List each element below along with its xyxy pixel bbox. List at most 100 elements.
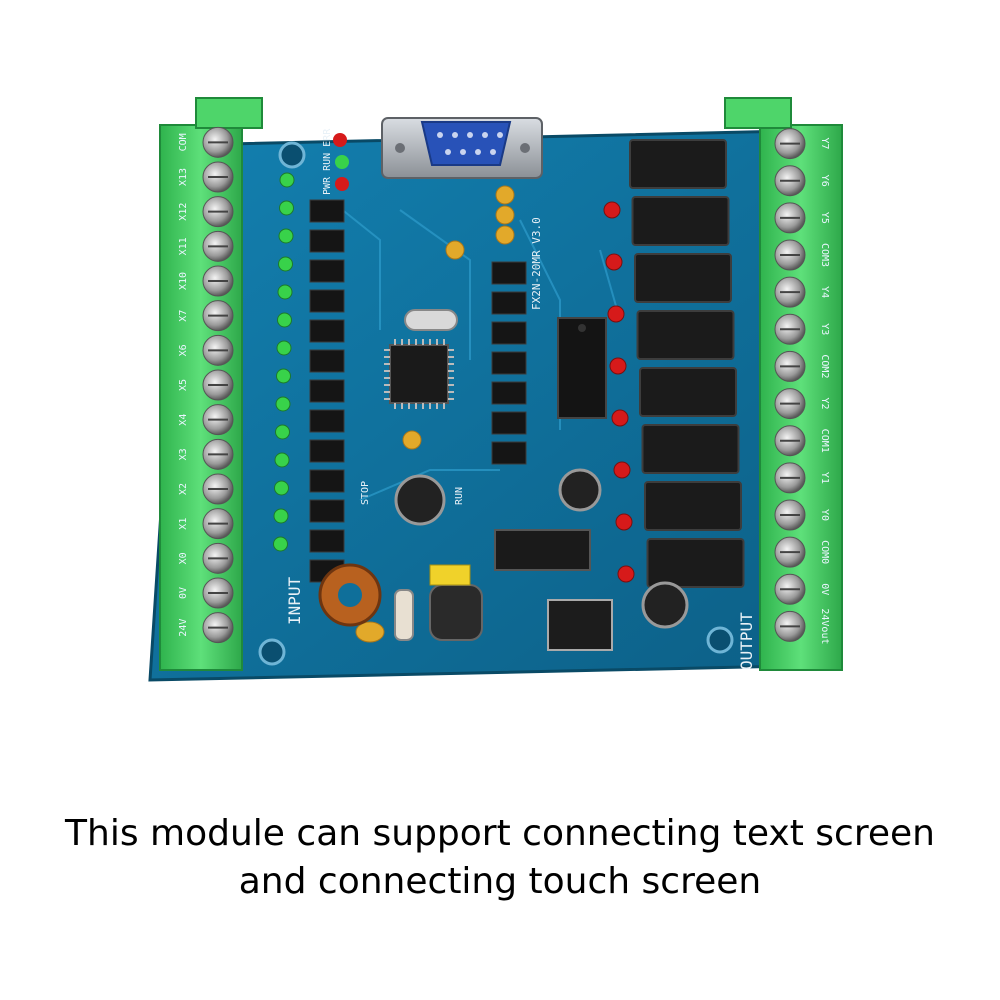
terminal-label: 0V — [178, 587, 189, 599]
terminal-label: 0V — [819, 583, 830, 595]
terminal-label: X12 — [178, 203, 189, 221]
terminal-label: X4 — [178, 414, 189, 426]
green-led — [277, 312, 292, 328]
caption-line-2: and connecting touch screen — [238, 861, 762, 902]
terminal-label: X6 — [178, 344, 189, 356]
status-leds — [333, 133, 349, 191]
optocoupler — [309, 349, 345, 373]
optocoupler — [491, 261, 527, 285]
optocoupler — [309, 319, 345, 343]
caption-line-1: This module can support connecting text … — [65, 813, 935, 854]
terminal-label: 24V — [178, 619, 189, 637]
terminal-label: X11 — [178, 237, 189, 255]
optocoupler — [309, 259, 345, 283]
terminal-label: Y5 — [819, 212, 830, 224]
green-led — [278, 228, 294, 244]
green-led — [279, 172, 295, 188]
relay — [641, 424, 740, 474]
green-led — [273, 508, 289, 524]
optocoupler — [309, 409, 345, 433]
terminal-label: Y3 — [819, 323, 830, 335]
green-led — [275, 396, 291, 412]
terminal-label: COM3 — [819, 243, 830, 267]
red-led — [611, 409, 629, 427]
terminal-label: Y0 — [819, 509, 830, 521]
output-led-array — [603, 201, 635, 583]
terminal-label: X7 — [178, 310, 189, 322]
optocoupler — [309, 439, 345, 463]
green-led — [276, 340, 292, 356]
terminal-label: Y2 — [819, 398, 830, 410]
optocoupler-column-mid — [491, 261, 527, 465]
green-led — [274, 452, 290, 468]
power-inductor — [429, 584, 483, 641]
mounting-hole — [706, 626, 734, 654]
silk-input-label: INPUT — [285, 576, 304, 625]
terminal-label: X10 — [178, 272, 189, 290]
terminal-label: COM1 — [819, 429, 830, 453]
red-led — [615, 513, 633, 531]
terminal-label: 24Vout — [819, 608, 830, 644]
green-led — [279, 200, 294, 216]
voltage-regulator — [547, 599, 613, 651]
mounting-hole — [258, 638, 286, 666]
resistor — [394, 589, 414, 641]
optocoupler — [491, 321, 527, 345]
optocoupler — [309, 529, 345, 553]
relay — [634, 253, 732, 303]
optocoupler — [491, 291, 527, 315]
optocoupler — [491, 411, 527, 435]
terminal-label: X3 — [178, 448, 189, 460]
red-led — [605, 253, 623, 271]
terminal-label: X5 — [178, 379, 189, 391]
red-led — [613, 461, 631, 479]
relay — [646, 538, 745, 588]
optocoupler — [309, 469, 345, 493]
optocoupler — [491, 441, 527, 465]
green-led — [274, 480, 289, 496]
terminal-label: X0 — [178, 552, 189, 564]
relay — [631, 196, 730, 246]
terminal-label: Y4 — [819, 286, 830, 298]
db9-serial-connector — [381, 117, 543, 179]
crystal-oscillator — [404, 309, 458, 331]
silk-model-label: FX2N-20MR V3.0 — [530, 217, 543, 310]
optocoupler — [491, 381, 527, 405]
optocoupler-column-left — [309, 199, 345, 583]
green-led — [278, 256, 293, 272]
optocoupler — [309, 379, 345, 403]
relay-column — [629, 139, 745, 588]
silk-status-label: PWR RUN ERR — [322, 128, 333, 195]
green-led — [276, 368, 291, 384]
terminal-label: X2 — [178, 483, 189, 495]
red-led — [607, 305, 625, 323]
film-capacitor — [429, 564, 471, 586]
relay — [629, 139, 727, 189]
silk-run-label: RUN — [454, 487, 465, 505]
ceramic-capacitors — [355, 185, 515, 643]
red-led — [603, 201, 621, 219]
terminal-label: Y7 — [819, 138, 830, 150]
red-led — [617, 565, 635, 583]
optocoupler — [309, 289, 345, 313]
green-led — [277, 284, 293, 300]
optocoupler — [309, 229, 345, 253]
optocoupler — [309, 199, 345, 223]
mcu-chip — [384, 339, 454, 409]
terminal-label: X1 — [178, 518, 189, 530]
red-led — [609, 357, 627, 375]
terminal-label: Y6 — [819, 175, 830, 187]
silk-stop-label: STOP — [360, 481, 371, 505]
optocoupler — [309, 499, 345, 523]
relay — [639, 367, 737, 417]
green-led — [275, 424, 290, 440]
input-led-array — [273, 172, 295, 552]
terminal-label: COM0 — [819, 540, 830, 564]
product-caption: This module can support connecting text … — [0, 810, 1000, 906]
relay — [636, 310, 735, 360]
terminal-label: COM2 — [819, 354, 830, 378]
silk-output-label: OUTPUT — [737, 612, 756, 670]
